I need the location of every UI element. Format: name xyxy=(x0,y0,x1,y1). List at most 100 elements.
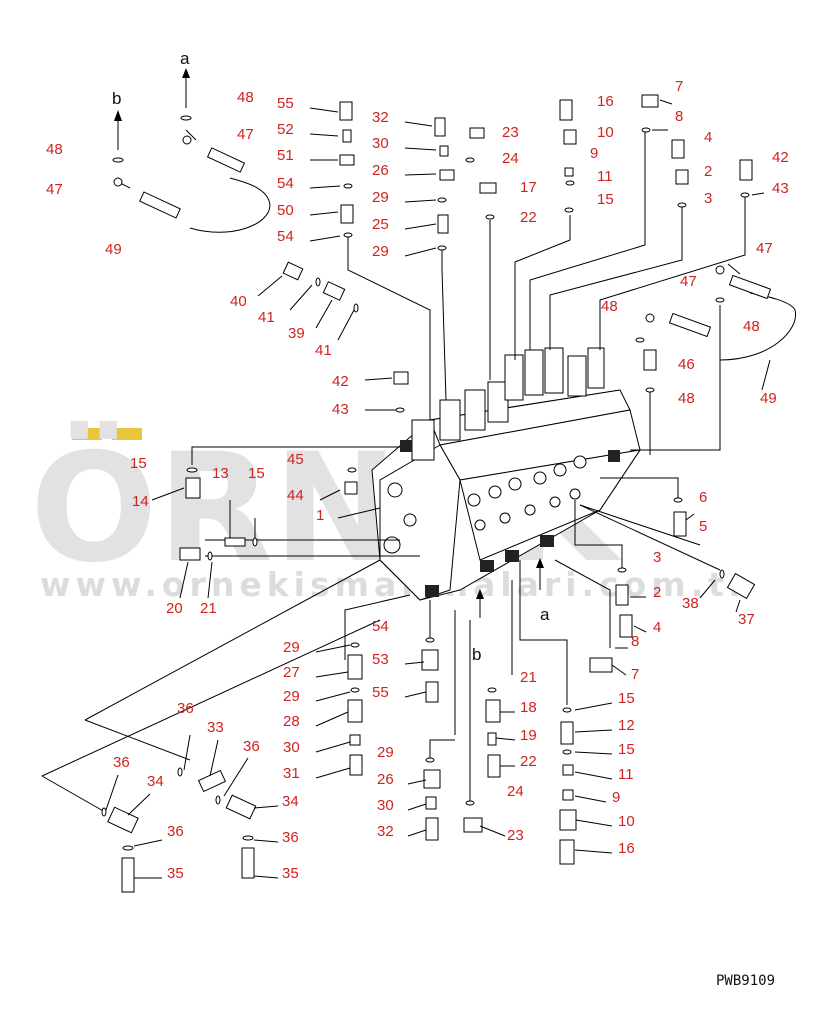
callout-46: 46 xyxy=(678,356,695,373)
callout-41: 41 xyxy=(258,309,275,326)
callout-29: 29 xyxy=(372,189,389,206)
callout-32: 32 xyxy=(372,109,389,126)
callout-11: 11 xyxy=(597,168,613,185)
callout-29: 29 xyxy=(377,744,394,761)
callout-26: 26 xyxy=(372,162,389,179)
callout-28: 28 xyxy=(283,713,300,730)
callout-42: 42 xyxy=(332,373,349,390)
callout-29: 29 xyxy=(372,243,389,260)
callout-23: 23 xyxy=(507,827,524,844)
callout-41: 41 xyxy=(315,342,332,359)
callout-53: 53 xyxy=(372,651,389,668)
callout-23: 23 xyxy=(502,124,519,141)
callout-38: 38 xyxy=(682,595,699,612)
callout-48: 48 xyxy=(601,298,618,315)
callout-15: 15 xyxy=(248,465,265,482)
callout-22: 22 xyxy=(520,209,537,226)
callout-43: 43 xyxy=(772,180,789,197)
callout-16: 16 xyxy=(597,93,614,110)
arrow-a-top-label: a xyxy=(180,49,190,68)
callout-54: 54 xyxy=(277,228,294,245)
arrow-b-top-label: b xyxy=(112,89,121,108)
drawing-code: PWB9109 xyxy=(716,973,775,989)
callout-22: 22 xyxy=(520,753,537,770)
callout-43: 43 xyxy=(332,401,349,418)
callout-18: 18 xyxy=(520,699,537,716)
callout-47: 47 xyxy=(237,126,254,143)
arrow-a-bottom-label: a xyxy=(540,605,550,624)
callout-7: 7 xyxy=(675,78,683,95)
arrow-b-bottom-label: b xyxy=(472,645,481,664)
callout-47: 47 xyxy=(680,273,697,290)
callout-15: 15 xyxy=(618,690,635,707)
callout-30: 30 xyxy=(377,797,394,814)
callout-47: 47 xyxy=(46,181,63,198)
callout-51: 51 xyxy=(277,147,294,164)
callout-9: 9 xyxy=(590,145,598,162)
callout-30: 30 xyxy=(283,739,300,756)
callout-15: 15 xyxy=(130,455,147,472)
callout-10: 10 xyxy=(618,813,635,830)
callout-55: 55 xyxy=(277,95,294,112)
callout-42: 42 xyxy=(772,149,789,166)
callout-15: 15 xyxy=(597,191,614,208)
callout-21: 21 xyxy=(520,669,537,686)
callout-2: 2 xyxy=(653,584,661,601)
callout-24: 24 xyxy=(507,783,524,800)
callout-31: 31 xyxy=(283,765,300,782)
callout-20: 20 xyxy=(166,600,183,617)
watermark-accent-right xyxy=(112,428,142,440)
callout-13: 13 xyxy=(212,465,229,482)
callout-29: 29 xyxy=(283,688,300,705)
callout-36: 36 xyxy=(243,738,260,755)
callout-48: 48 xyxy=(46,141,63,158)
callout-6: 6 xyxy=(699,489,707,506)
callout-44: 44 xyxy=(287,487,304,504)
callout-50: 50 xyxy=(277,202,294,219)
callout-33: 33 xyxy=(207,719,224,736)
callout-27: 27 xyxy=(283,664,300,681)
callout-21: 21 xyxy=(200,600,217,617)
callout-52: 52 xyxy=(277,121,294,138)
leader-lines xyxy=(41,129,797,813)
callout-48: 48 xyxy=(237,89,254,106)
callout-30: 30 xyxy=(372,135,389,152)
callout-4: 4 xyxy=(653,619,661,636)
callout-leaders xyxy=(105,99,771,879)
callout-29: 29 xyxy=(283,639,300,656)
callout-54: 54 xyxy=(277,175,294,192)
watermark-accent-left xyxy=(72,428,102,440)
callout-19: 19 xyxy=(520,727,537,744)
callout-5: 5 xyxy=(699,518,707,535)
callout-48: 48 xyxy=(678,390,695,407)
callout-17: 17 xyxy=(520,179,537,196)
callout-45: 45 xyxy=(287,451,304,468)
callout-36: 36 xyxy=(167,823,184,840)
callout-36: 36 xyxy=(113,754,130,771)
callout-49: 49 xyxy=(760,390,777,407)
callout-32: 32 xyxy=(377,823,394,840)
callout-47: 47 xyxy=(756,240,773,257)
callout-1: 1 xyxy=(316,507,324,524)
callout-3: 3 xyxy=(653,549,661,566)
part-sketches xyxy=(101,94,772,893)
callout-54: 54 xyxy=(372,618,389,635)
callout-2: 2 xyxy=(704,163,712,180)
callout-37: 37 xyxy=(738,611,755,628)
callout-16: 16 xyxy=(618,840,635,857)
callout-4: 4 xyxy=(704,129,712,146)
callout-49: 49 xyxy=(105,241,122,258)
callout-7: 7 xyxy=(631,666,639,683)
callout-14: 14 xyxy=(132,493,149,510)
callout-15: 15 xyxy=(618,741,635,758)
callout-11: 11 xyxy=(618,766,634,783)
callout-25: 25 xyxy=(372,216,389,233)
callout-8: 8 xyxy=(631,633,639,650)
callout-55: 55 xyxy=(372,684,389,701)
callout-48: 48 xyxy=(743,318,760,335)
callout-26: 26 xyxy=(377,771,394,788)
callout-24: 24 xyxy=(502,150,519,167)
callout-34: 34 xyxy=(282,793,299,810)
callout-10: 10 xyxy=(597,124,614,141)
callout-8: 8 xyxy=(675,108,683,125)
